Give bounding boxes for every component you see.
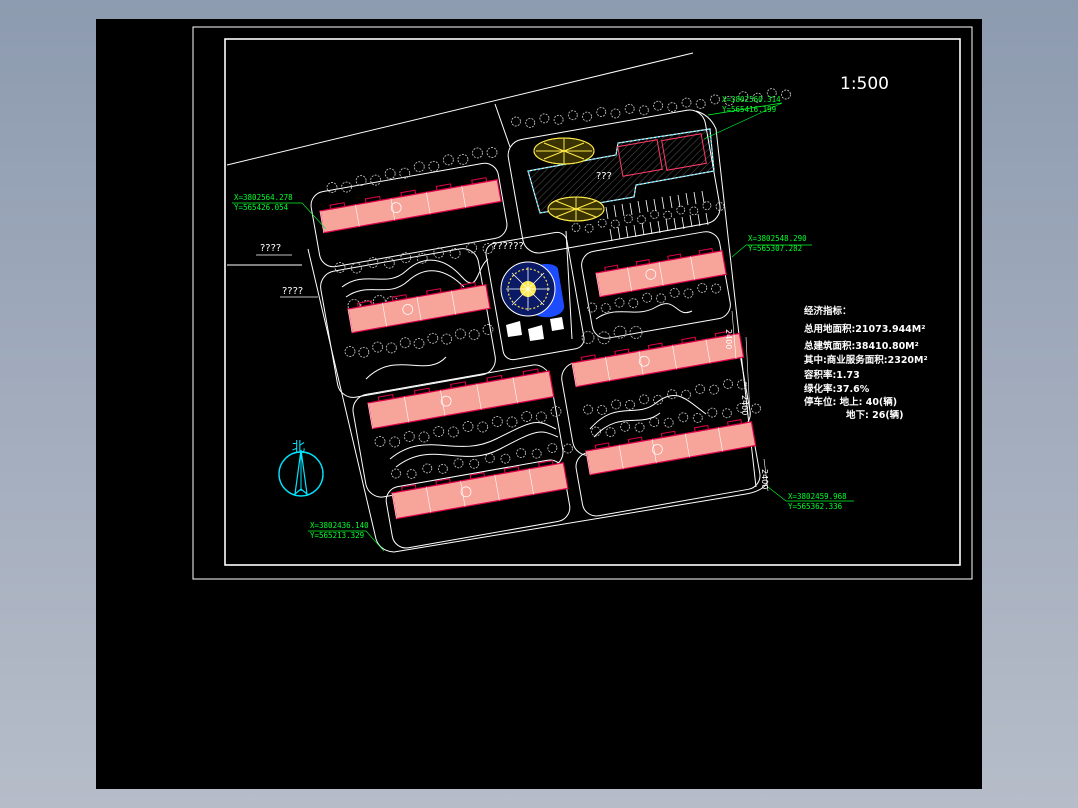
coord-e-y: Y=565307.282 [748,244,802,253]
dimension-label-1: 2400 [724,329,733,349]
indicator-total-floor-area: 总建筑面积:38410.80M² [804,340,919,352]
inner-drawing-border [224,38,961,566]
road-lines [226,52,769,553]
coordinate-callout-sw: X=3802436.140 Y=565213.329 [308,521,385,552]
garden-paths [341,258,707,468]
coord-nw-y: Y=565426.054 [234,203,289,212]
north-label: 北 [292,440,305,455]
coordinate-callout-e: X=3802548.290 Y=565307.282 [731,234,812,258]
coord-nw-x: X=3802564.278 [234,193,293,202]
coord-sw-y: Y=565213.329 [310,531,364,540]
tree-row-4 [334,242,494,274]
entrance-label-upper: ???? [260,243,281,254]
economic-indicators: 经济指标： 总用地面积:21073.944M² 总建筑面积:38410.80M²… [803,305,928,421]
coord-se-y: Y=565362.336 [788,502,843,511]
tree-row-9 [391,443,573,479]
coordinate-callout-ne: X=3802560.314 Y=565416.199 [703,95,783,140]
residential-block-6 [571,330,745,388]
tree-row-7 [374,406,562,448]
site-plan-drawing: 1:500 [192,26,973,580]
commercial-label: ??? [596,171,612,182]
entrance-label-lower: ???? [282,286,303,297]
indicator-parking-below: 地下: 26(辆) [846,409,904,421]
coord-e-x: X=3802548.290 [748,234,807,243]
parking-stalls [605,190,709,242]
dimension-label-3: 2400 [760,469,769,489]
central-plaza: ?????? [492,230,573,341]
residential-block-3 [367,368,555,430]
indicator-total-land-area: 总用地面积:21073.944M² [804,323,925,335]
plaza-label: ?????? [492,241,524,252]
tree-row-11 [581,325,643,345]
residential-buildings [319,177,757,520]
coordinate-callouts: X=3802560.314 Y=565416.199 X=3802564.278… [232,95,854,552]
tree-row-1 [326,147,498,193]
tree-row-3 [571,201,725,233]
indicator-green-ratio: 绿化率:37.6% [804,383,870,395]
cad-model-viewport[interactable]: 1:500 [96,19,982,789]
residential-block-1 [319,177,502,234]
coord-se-x: X=3802459.968 [788,492,847,501]
tree-planting [326,88,791,479]
coord-sw-x: X=3802436.140 [310,521,369,530]
tree-row-6 [587,282,721,314]
coordinate-callout-nw: X=3802564.278 Y=565426.054 [232,193,327,230]
coordinate-callout-se: X=3802459.968 Y=565362.336 [767,486,854,511]
tree-row-8 [583,379,747,415]
residential-block-4 [391,460,569,520]
coord-ne-x: X=3802560.314 [722,95,781,104]
scale-label: 1:500 [840,74,889,94]
tree-row-5 [344,324,494,358]
indicator-commercial-area: 其中:商业服务面积:2320M² [804,354,928,366]
residential-block-7 [585,419,757,476]
indicator-plot-ratio: 容积率:1.73 [803,369,860,381]
residential-block-5 [595,247,727,298]
coord-ne-y: Y=565416.199 [722,105,776,114]
pavilions [533,137,605,222]
north-arrow: 北 [278,440,324,497]
indicator-parking-above: 停车位: 地上: 40(辆) [804,396,897,408]
tree-row-2 [511,88,791,128]
dimension-marks: 2400 2400 2400 [724,310,769,492]
indicators-title: 经济指标： [804,305,852,317]
tree-row-10 [591,402,761,438]
dimension-label-2: 2400 [740,395,749,415]
residential-block-2 [347,281,491,334]
outer-sheet-border [192,26,973,580]
